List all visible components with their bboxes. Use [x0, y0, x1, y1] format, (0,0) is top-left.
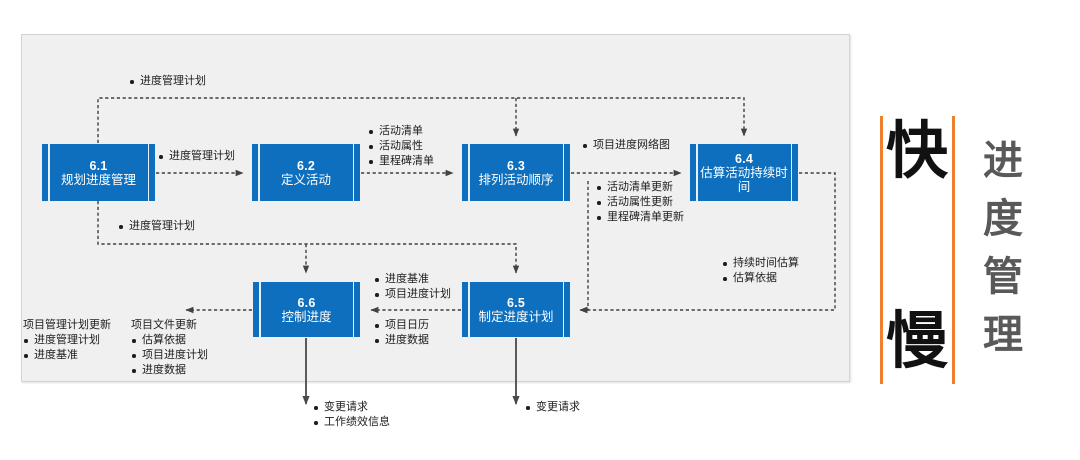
side-mark-fast: 快 [886, 114, 949, 187]
box-divider-right [562, 282, 564, 337]
box-divider-left [48, 144, 50, 201]
process-name: 制定进度计划 [478, 309, 554, 324]
box-divider-left [468, 282, 470, 337]
process-box-6-4[interactable]: 6.4 估算活动持续时间 [690, 144, 798, 201]
box-divider-right [352, 282, 354, 337]
list-item: 持续时间估算 [722, 256, 799, 271]
list-item: 进度管理计划 [23, 333, 111, 348]
process-name: 规划进度管理 [60, 172, 136, 187]
process-name: 定义活动 [280, 172, 331, 187]
diagram-panel [21, 34, 850, 382]
vertical-title-char-2: 度 [983, 196, 1023, 242]
label-66-output-pm-plan-updates: 项目管理计划更新 进度管理计划 进度基准 [23, 318, 111, 363]
process-number: 6.5 [507, 295, 525, 310]
side-title-block: 快 慢 进 度 管 理 [880, 116, 1080, 386]
list-item: 活动属性更新 [596, 195, 684, 210]
list-item: 项目日历 [374, 318, 429, 333]
box-divider-right [352, 144, 354, 201]
box-divider-left [696, 144, 698, 201]
list-item: 活动清单 [368, 124, 434, 139]
list-item: 项目进度计划 [131, 348, 208, 363]
process-box-6-2[interactable]: 6.2 定义活动 [252, 144, 360, 201]
label-66-output-doc-updates: 项目文件更新 估算依据 项目进度计划 进度数据 [131, 318, 208, 378]
vertical-title-char-1: 进 [983, 138, 1023, 184]
box-divider-left [259, 282, 261, 337]
list-item: 活动属性 [368, 139, 434, 154]
list-item: 估算依据 [131, 333, 208, 348]
side-mark-slow: 慢 [886, 304, 949, 377]
list-item: 估算依据 [722, 271, 799, 286]
process-box-6-5[interactable]: 6.5 制定进度计划 [462, 282, 570, 337]
list-item: 项目进度计划 [374, 287, 451, 302]
list-item: 进度数据 [131, 363, 208, 378]
process-number: 6.3 [507, 158, 525, 173]
accent-rule-left [880, 116, 883, 384]
label-group-header: 项目文件更新 [131, 319, 197, 331]
label-65-to-66-top: 进度基准 项目进度计划 [374, 272, 451, 302]
box-divider-left [468, 144, 470, 201]
label-62-to-63: 活动清单 活动属性 里程碑清单 [368, 124, 434, 169]
accent-rule-right [952, 116, 955, 384]
process-box-6-6[interactable]: 6.6 控制进度 [253, 282, 360, 337]
process-number: 6.4 [735, 151, 753, 166]
list-item: 里程碑清单 [368, 154, 434, 169]
label-64-to-65: 持续时间估算 估算依据 [722, 256, 799, 286]
label-65-to-66-bottom: 项目日历 进度数据 [374, 318, 429, 348]
label-65-output-bottom: 变更请求 [525, 400, 580, 415]
list-item: 进度数据 [374, 333, 429, 348]
label-66-output-bottom: 变更请求 工作绩效信息 [313, 400, 390, 430]
process-box-6-1[interactable]: 6.1 规划进度管理 [42, 144, 155, 201]
box-divider-right [147, 144, 149, 201]
list-item: 进度基准 [374, 272, 451, 287]
label-61-to-66: 进度管理计划 [118, 219, 195, 234]
list-item: 里程碑清单更新 [596, 210, 684, 225]
vertical-title-char-4: 理 [983, 312, 1023, 358]
label-group-header: 项目管理计划更新 [23, 319, 111, 331]
process-number: 6.2 [297, 158, 315, 173]
label-63-to-64: 项目进度网络图 [582, 138, 670, 153]
label-top-feedback: 进度管理计划 [129, 74, 206, 89]
list-item: 工作绩效信息 [313, 415, 390, 430]
box-divider-right [790, 144, 792, 201]
list-item: 变更请求 [525, 400, 580, 415]
list-item: 进度基准 [23, 348, 111, 363]
process-number: 6.1 [89, 158, 108, 173]
box-divider-left [258, 144, 260, 201]
box-divider-right [562, 144, 564, 201]
process-name: 控制进度 [281, 309, 332, 324]
list-item: 变更请求 [313, 400, 390, 415]
vertical-title: 进 度 管 理 [976, 132, 1030, 364]
process-box-6-3[interactable]: 6.3 排列活动顺序 [462, 144, 570, 201]
process-name: 估算活动持续时间 [700, 165, 788, 194]
label-61-to-62: 进度管理计划 [158, 149, 235, 164]
process-name: 排列活动顺序 [478, 172, 554, 187]
list-item: 活动清单更新 [596, 180, 684, 195]
process-number: 6.6 [297, 295, 316, 310]
vertical-title-char-3: 管 [983, 254, 1023, 300]
label-63-updates: 活动清单更新 活动属性更新 里程碑清单更新 [596, 180, 684, 225]
